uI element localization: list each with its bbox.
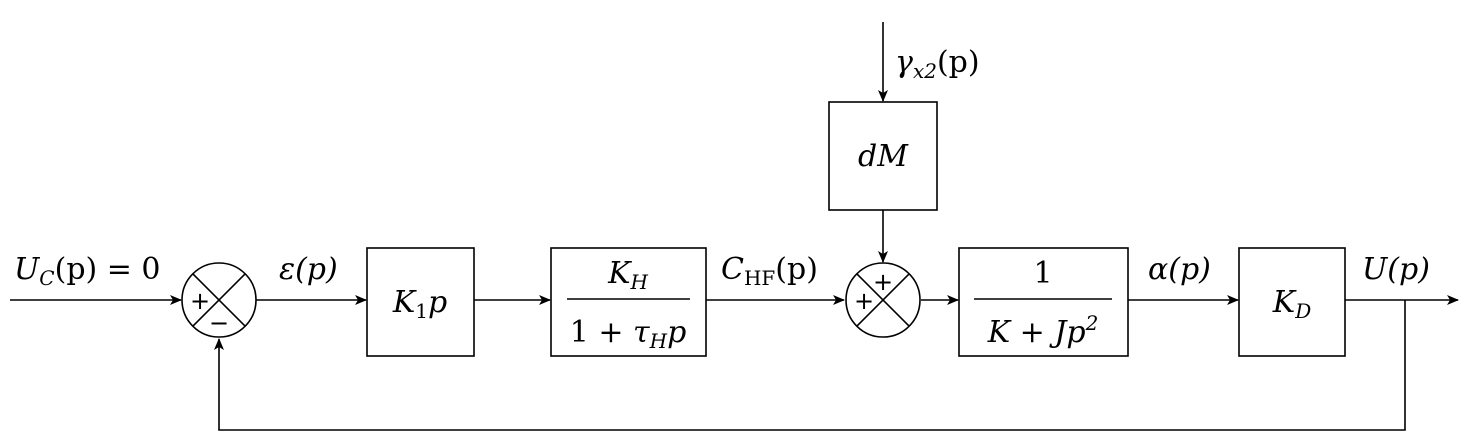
sum2-plus-left-sign: +: [854, 287, 874, 315]
block-plant: [958, 247, 1129, 357]
chf-label: CHF(p): [721, 252, 818, 290]
summing-junction-2: + +: [845, 262, 921, 338]
block-filter-denominator: 1 + τHp: [570, 315, 687, 353]
block-filter-numerator: KH: [607, 256, 648, 294]
block-k1p-label: K1p: [392, 285, 447, 323]
feedback-path: [214, 300, 1406, 431]
block-dm: [828, 101, 938, 211]
block-k1p: [366, 247, 475, 357]
alpha-label: α(p): [1148, 252, 1211, 287]
sum2-plus-top-sign: +: [873, 268, 893, 296]
disturbance-label: γx2(p): [895, 45, 980, 83]
summing-junction-1: + −: [181, 262, 257, 338]
block-plant-numerator: 1: [1033, 256, 1052, 291]
sum1-plus-sign: +: [190, 287, 210, 315]
error-label: ε(p): [279, 252, 338, 287]
block-kd-label: KD: [1272, 285, 1311, 323]
block-filter: [550, 247, 707, 357]
sum1-minus-sign: −: [209, 309, 229, 337]
block-plant-denominator: K + Jp2: [987, 311, 1099, 350]
input-label: UC(p) = 0: [14, 252, 161, 290]
output-label: U(p): [1362, 252, 1430, 287]
block-dm-label: dM: [858, 139, 909, 174]
block-kd: [1238, 247, 1346, 357]
